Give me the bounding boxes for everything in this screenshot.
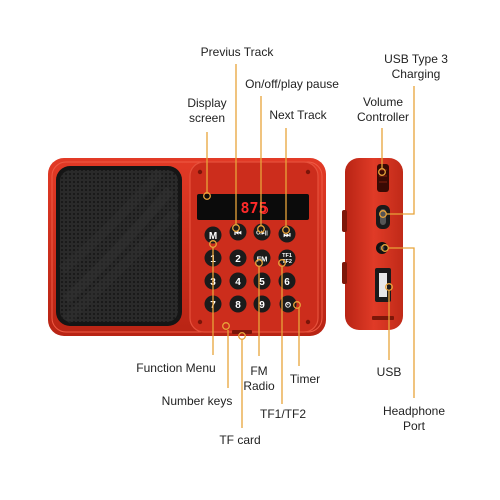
- screw-top-right: [305, 169, 311, 175]
- fm-button[interactable]: FM: [253, 249, 271, 267]
- callout-menu-dot: [209, 240, 217, 248]
- digit-8-button[interactable]: 8: [229, 295, 247, 313]
- digit-5-label: 5: [259, 277, 265, 288]
- menu-key-label: M: [209, 231, 217, 242]
- radio-body-edge: [51, 161, 323, 333]
- label-display-line2: screen: [188, 111, 226, 125]
- prev-icon: ⏮: [234, 229, 241, 238]
- display-glass: [197, 194, 309, 220]
- callout-usbc: [386, 86, 415, 215]
- grille-wave-2: [62, 208, 180, 324]
- usb-a-port-inner: [379, 273, 387, 297]
- callout-fm-dot: [255, 259, 263, 267]
- timer-icon: ⏲: [285, 301, 291, 310]
- callout-headphone-dot: [381, 244, 389, 252]
- callout-numbers-dot: [222, 322, 230, 330]
- volume-wheel[interactable]: [377, 164, 389, 192]
- screw-bottom-right: [305, 319, 311, 325]
- tf-key-label-bottom: TF2: [282, 259, 292, 265]
- timer-button[interactable]: ⏲: [279, 295, 297, 313]
- label-number-keys: Number keys: [161, 394, 233, 408]
- side-button-lower: [342, 262, 347, 284]
- callout-volume-dot: [378, 168, 386, 176]
- prev-track-button[interactable]: ⏮: [229, 223, 247, 241]
- callout-play-dot: [257, 225, 265, 233]
- label-tf1-tf2: TF1/TF2: [259, 407, 306, 421]
- digit-5-button[interactable]: 5: [253, 272, 271, 290]
- label-headphone-line1: Headphone: [382, 404, 446, 418]
- grille-mesh: [60, 170, 178, 322]
- callout-next-dot: [282, 226, 290, 234]
- digit-8-label: 8: [235, 300, 241, 311]
- tf-switch-button[interactable]: TF1 TF2: [278, 249, 296, 267]
- callouts: [203, 64, 415, 428]
- next-icon: ⏭: [283, 231, 291, 240]
- side-body: [345, 158, 403, 330]
- digit-9-button[interactable]: 9: [253, 295, 271, 313]
- label-next-track: Next Track: [269, 108, 327, 122]
- label-usb: USB: [376, 365, 402, 379]
- label-on-off-play-pause: On/off/play pause: [245, 77, 339, 91]
- digit-2-button[interactable]: 2: [229, 249, 247, 267]
- screw-bottom-left: [197, 319, 203, 325]
- grille-wave-1: [62, 186, 174, 304]
- radio-side: [342, 158, 403, 330]
- side-button-upper: [342, 210, 347, 232]
- callout-headphone: [388, 247, 415, 398]
- grille-wave-3: [58, 168, 164, 274]
- digit-2-label: 2: [235, 254, 241, 265]
- tf-key-label-top: TF1: [282, 253, 292, 259]
- next-track-button[interactable]: ⏭: [278, 225, 296, 243]
- fm-key-label: FM: [257, 255, 268, 264]
- label-headphone-line2: Port: [402, 419, 425, 433]
- digit-9-label: 9: [259, 300, 265, 311]
- label-tf-card: TF card: [219, 433, 261, 447]
- radio-front: 875 M ⏮ O/▸|| ⏭: [48, 158, 326, 336]
- callout-prev-dot: [232, 224, 240, 232]
- screw-top-left: [197, 169, 203, 175]
- display-readout: 875: [240, 199, 267, 217]
- label-usb-type3-line1: USB Type 3: [384, 52, 448, 66]
- callout-tfcard-dot: [238, 332, 246, 340]
- tf-card-slot: [232, 330, 252, 334]
- callout-usb-dot: [385, 283, 393, 291]
- label-volume-line1: Volume: [362, 95, 404, 109]
- label-fm-line1: FM: [250, 364, 268, 378]
- callout-usbc-dot: [379, 210, 387, 218]
- menu-button[interactable]: M: [204, 226, 222, 244]
- display-screen: 875: [197, 194, 309, 220]
- label-usb-type3-line2: Charging: [391, 67, 441, 81]
- digit-4-button[interactable]: 4: [229, 272, 247, 290]
- label-display-line1: Display: [187, 96, 227, 110]
- digit-6-button[interactable]: 6: [278, 272, 296, 290]
- digit-6-label: 6: [284, 277, 290, 288]
- callout-timer-dot: [293, 301, 301, 309]
- side-foot: [372, 316, 394, 320]
- callout-display-dot: [203, 192, 211, 200]
- label-volume-line2: Controller: [356, 110, 410, 124]
- label-fm-line2: Radio: [243, 379, 275, 393]
- label-previous-track: Previus Track: [200, 45, 274, 59]
- callout-tf12-dot: [278, 259, 286, 267]
- speaker-grille: [56, 166, 182, 326]
- label-function-menu: Function Menu: [136, 361, 216, 375]
- play-pause-icon: O/▸||: [256, 231, 268, 237]
- digit-4-label: 4: [235, 277, 241, 288]
- label-timer: Timer: [289, 372, 321, 386]
